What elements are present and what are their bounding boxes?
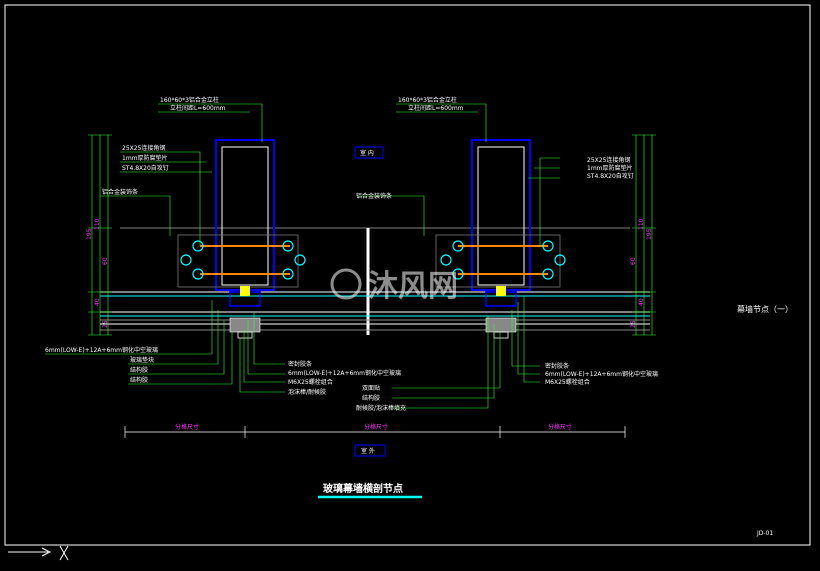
dim-v5-right: 25 [630,320,637,328]
label-center-glass: 6mm(LOW-E)+12A+6mm钢化中空玻璃 [288,369,401,377]
indoor-tag: 室 内 [360,149,374,157]
label-left-angle: 25X25连接角钢 [122,144,165,152]
label-right-mullion: 160*60*3铝合金立柱 [398,96,457,104]
label-left-shim: 玻璃垫块 [130,356,154,364]
dim-v4-right: 40 [638,298,645,306]
label-center-structural: 结构胶 [362,394,380,402]
dim-v3-left: 60 [102,257,109,265]
dim-v3-right: 60 [630,257,637,265]
label-right-glass: 6mm(LOW-E)+12A+6mm钢化中空玻璃 [545,370,658,378]
label-right-pad: 1mm厚防腐垫片 [587,164,633,172]
dim-span [124,426,626,438]
label-center-bracket: M6X25螺栓组合 [288,378,333,386]
dim-chain-left [88,134,112,336]
dim-span-right: 分格尺寸 [548,423,572,431]
ucs-axis-icon [8,545,69,561]
glass-band [100,227,650,331]
drawing-title: 玻璃幕墙横剖节点 [323,482,403,495]
label-center-weather: 耐候胶/泡沫棒填充 [356,404,406,412]
dim-chain-right [632,134,656,336]
label-center-spacer: 泡沫棒/耐候胶 [288,388,326,396]
label-left-glue2: 结构胶 [130,376,148,384]
mullion-left [177,139,306,339]
outdoor-tag: 室 外 [361,447,375,455]
mullion-right [435,139,566,339]
label-left-mullion: 160*60*3铝合金立柱 [160,96,219,104]
dim-v2-right: 110 [638,218,645,230]
label-left-screw: ST4.8X20自攻钉 [122,164,169,172]
outdoor-tag-box [354,444,386,457]
label-center-seal: 密封胶条 [288,360,312,368]
label-right-seal: 密封胶条 [545,362,569,370]
label-left-plate: 铝合金装饰条 [102,188,138,196]
label-left-glue: 结构胶 [130,366,148,374]
dim-v5-left: 25 [102,320,109,328]
sheet-border [4,4,811,546]
label-left-mullion-len: 立柱间距L=600mm [170,104,226,112]
dim-span-mid: 分格尺寸 [364,423,388,431]
label-left-glass: 6mm(LOW-E)+12A+6mm钢化中空玻璃 [45,346,158,354]
label-right-mullion-len: 立柱间距L=600mm [408,104,464,112]
label-center-tape: 双面贴 [362,384,380,392]
dim-v4-left: 40 [94,298,101,306]
watermark-logo-icon [330,268,362,300]
sheet-number: JD-01 [756,530,773,537]
dim-span-left: 分格尺寸 [175,423,199,431]
watermark-text: 沐风网 [368,269,458,304]
label-left-pad: 1mm厚防腐垫片 [122,154,168,162]
watermark: 沐风网 [330,268,458,304]
label-right-angle: 25X25连接角钢 [587,156,630,164]
label-right-bracket: M6X25螺栓组合 [545,378,590,386]
label-right-screw: ST4.8X20自攻钉 [587,172,634,180]
leaders [45,103,560,409]
dim-v1-left: 195 [86,228,93,240]
label-center-plate: 铝合金装饰条 [356,192,392,200]
indoor-tag-box [354,146,384,159]
dim-v1-right: 195 [646,228,653,240]
side-title: 幕墙节点（一） [737,304,793,314]
dim-v2-left: 110 [94,218,101,230]
